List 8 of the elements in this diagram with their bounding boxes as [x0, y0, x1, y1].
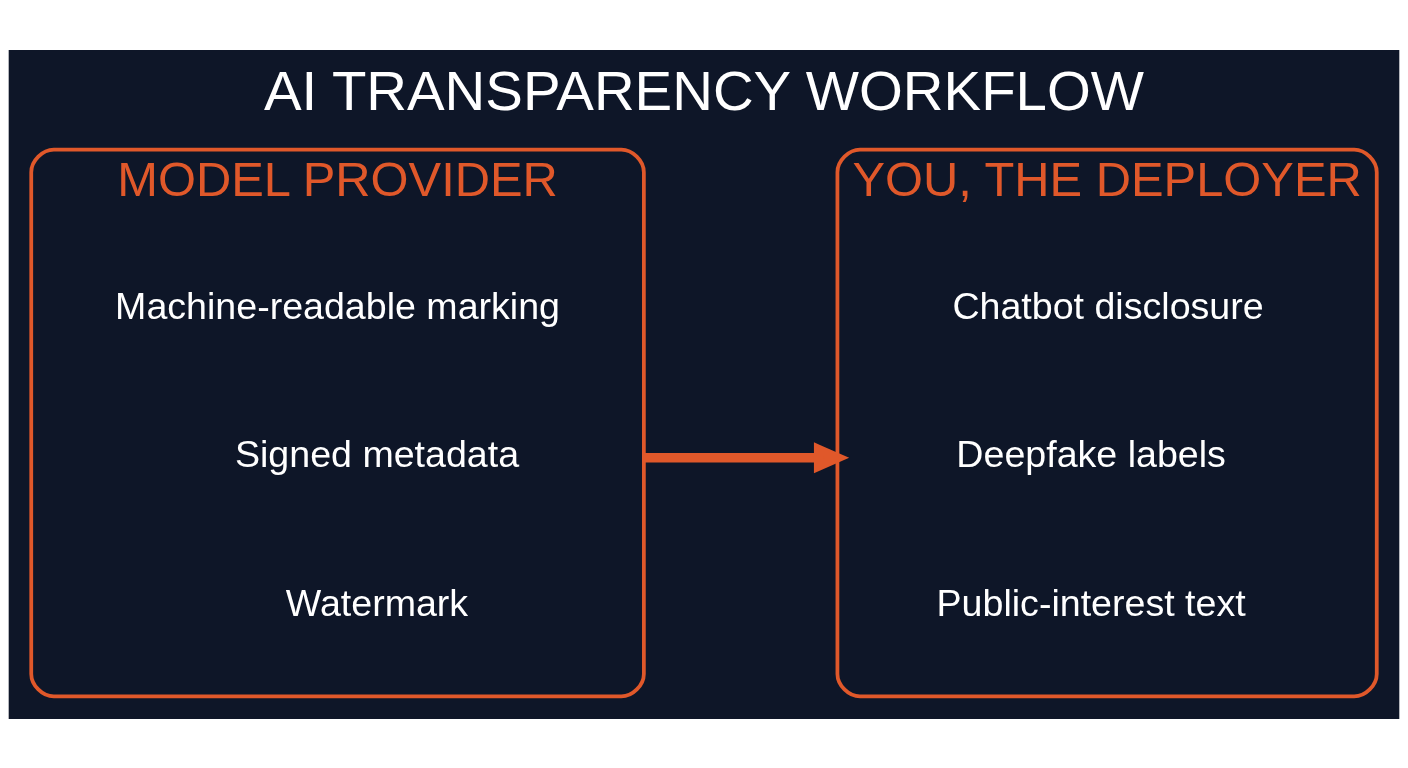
node-text: Watermark — [285, 581, 469, 624]
node-text: Signed metadata — [234, 432, 520, 475]
node-text: Public-interest text — [936, 581, 1246, 624]
arrow — [643, 441, 850, 473]
diagram-title: AI TRANSPARENCY WORKFLOW — [264, 58, 1144, 122]
node-text: Deepfake labels — [956, 432, 1226, 475]
node-text: Chatbot disclosure — [952, 284, 1264, 327]
node-text: Machine-readable marking — [115, 284, 561, 327]
